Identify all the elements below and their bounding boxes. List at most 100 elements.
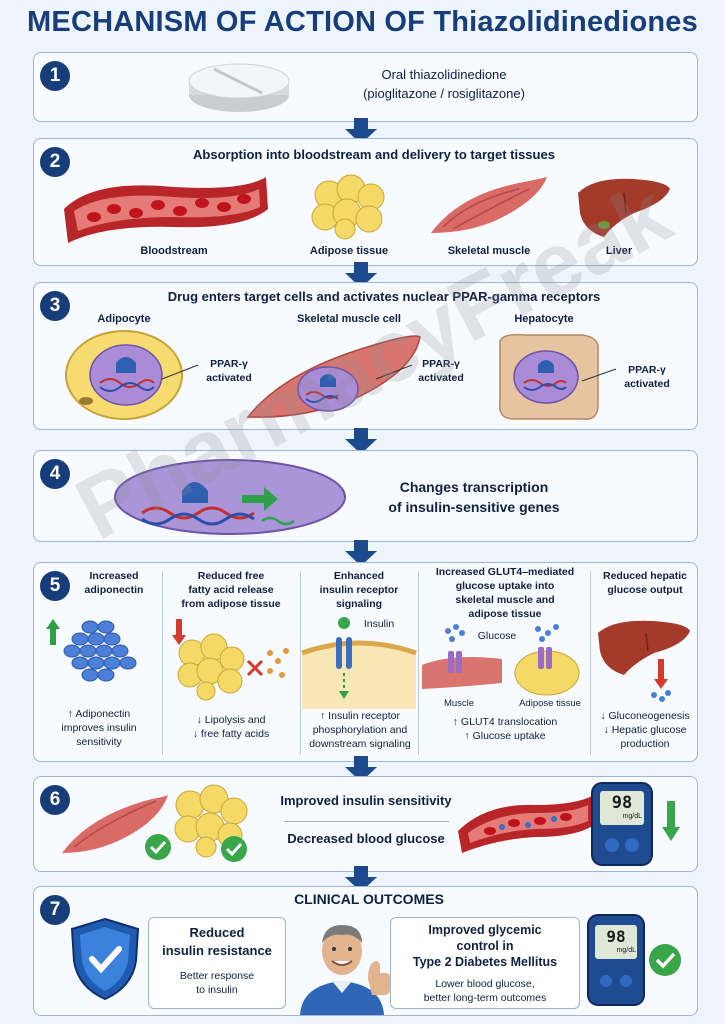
receptor-line1: PPAR-γ bbox=[210, 358, 248, 370]
divider bbox=[418, 571, 419, 755]
step-6-line1: Improved insulin sensitivity bbox=[280, 793, 452, 808]
step-4-line2: of insulin-sensitive genes bbox=[388, 499, 560, 515]
glut4-muscle-icon bbox=[422, 624, 502, 689]
receptor-line1: PPAR-γ bbox=[628, 364, 666, 376]
down-arrow-icon bbox=[345, 866, 377, 892]
down-arrow-icon bbox=[345, 262, 377, 288]
meter-unit: mg/dL bbox=[622, 813, 642, 820]
muscle-label: Muscle bbox=[443, 698, 475, 709]
up-arrow-icon bbox=[46, 619, 60, 645]
nucleus-dna-icon bbox=[114, 459, 346, 535]
check-icon bbox=[649, 944, 681, 976]
shield-check-icon bbox=[70, 917, 140, 1001]
down-arrow-icon bbox=[345, 540, 377, 566]
hepatocyte-cell-icon bbox=[499, 333, 599, 420]
divider bbox=[300, 571, 301, 755]
glucose-meter-icon bbox=[587, 914, 645, 1006]
outcome-box-insulin bbox=[148, 917, 286, 1009]
receptor-label: PPAR-γ activated bbox=[612, 363, 682, 391]
adipose-tissue-icon bbox=[311, 174, 385, 240]
insulin-label: Insulin bbox=[363, 618, 395, 630]
step-number: 2 bbox=[40, 147, 70, 177]
box2-title-line1: Improved glycemic bbox=[428, 923, 542, 937]
blood-vessel-icon bbox=[458, 795, 594, 853]
step-1-panel: 1 Oral thiazolidinedione (pioglitazone /… bbox=[33, 52, 698, 122]
glucose-meter-icon bbox=[591, 782, 653, 866]
tablet-icon bbox=[188, 63, 290, 112]
step-number: 3 bbox=[40, 291, 70, 321]
down-arrow-icon bbox=[172, 619, 186, 645]
step-4-line1: Changes transcription bbox=[399, 479, 549, 495]
outcome-box-glycemic bbox=[390, 917, 580, 1009]
col3-footer: ↑ Insulin receptor phosphorylation and d… bbox=[309, 710, 411, 750]
pointer-line bbox=[375, 364, 413, 380]
step-number: 1 bbox=[40, 61, 70, 91]
step-number: 6 bbox=[40, 785, 70, 815]
col1-footer: ↑ Adiponectin improves insulin sensitivi… bbox=[61, 708, 137, 748]
divider bbox=[284, 821, 449, 822]
adiponectin-icon bbox=[63, 620, 137, 682]
box2-title-line2: control in bbox=[456, 939, 514, 953]
page-title: MECHANISM OF ACTION OF Thiazolidinedione… bbox=[27, 6, 698, 38]
col4-footer: ↑ GLUT4 translocation ↑ Glucose uptake bbox=[452, 716, 558, 742]
col2-footer: ↓ Lipolysis and ↓ free fatty acids bbox=[192, 714, 270, 740]
insulin-receptor-icon bbox=[301, 617, 417, 709]
receptor-line2: activated bbox=[206, 372, 252, 384]
down-arrow-icon bbox=[662, 801, 680, 841]
col4-title: Increased GLUT4–mediated glucose uptake … bbox=[435, 566, 575, 620]
label-bloodstream: Bloodstream bbox=[140, 245, 208, 257]
label-adipose: Adipose tissue bbox=[309, 245, 389, 257]
liver-icon bbox=[598, 620, 690, 702]
step-3-heading: Drug enters target cells and activates n… bbox=[167, 289, 601, 304]
meter-unit: mg/dL bbox=[616, 947, 636, 954]
label-adipocyte: Adipocyte bbox=[97, 313, 151, 325]
adipose-label: Adipose tissue bbox=[519, 698, 581, 709]
step-1-line2: (pioglitazone / rosiglitazone) bbox=[363, 86, 525, 101]
step-2-panel: 2 Absorption into bloodstream and delive… bbox=[33, 138, 698, 266]
muscle-icon bbox=[62, 795, 171, 860]
meter-value: 98 bbox=[611, 793, 633, 813]
col1-title: Increased adiponectin bbox=[84, 570, 144, 596]
down-arrow-icon bbox=[345, 118, 377, 144]
step-6-line2: Decreased blood glucose bbox=[287, 831, 445, 846]
receptor-line2: activated bbox=[624, 378, 670, 390]
patient-avatar bbox=[300, 925, 390, 1015]
step-5-panel: 5 Increased adiponectin ↑ Adiponectin im… bbox=[33, 562, 698, 762]
fat-cells-icon bbox=[177, 633, 289, 701]
glucose-label: Glucose bbox=[477, 630, 517, 642]
down-arrow-icon bbox=[345, 428, 377, 454]
muscle-cell-icon bbox=[246, 335, 421, 418]
step-2-heading: Absorption into bloodstream and delivery… bbox=[193, 147, 555, 162]
step-1-line1: Oral thiazolidinedione bbox=[381, 67, 507, 82]
col2-title: Reduced free fatty acid release from adi… bbox=[181, 570, 281, 610]
label-liver: Liver bbox=[605, 245, 633, 257]
col3-title: Enhanced insulin receptor signaling bbox=[319, 570, 399, 610]
receptor-line1: PPAR-γ bbox=[422, 358, 460, 370]
box2-title-line3: Type 2 Diabetes Mellitus bbox=[412, 955, 558, 969]
col5-title: Reduced hepatic glucose output bbox=[602, 570, 688, 596]
divider bbox=[162, 571, 163, 755]
box1-title-line1: Reduced bbox=[189, 925, 245, 940]
receptor-label: PPAR-γ activated bbox=[406, 357, 476, 385]
box2-sub: Lower blood glucose, better long-term ou… bbox=[423, 978, 547, 1004]
liver-icon bbox=[578, 178, 670, 237]
label-hepatocyte: Hepatocyte bbox=[514, 313, 574, 325]
box1-title-line2: insulin resistance bbox=[162, 943, 272, 958]
blood-vessel-icon bbox=[64, 177, 268, 243]
step-6-panel: 6 Improved insulin sensitivity Decreased… bbox=[33, 776, 698, 872]
box1-sub: Better response to insulin bbox=[179, 970, 255, 996]
adipocyte-cell-icon bbox=[65, 330, 183, 420]
label-muscle: Skeletal muscle bbox=[447, 245, 531, 257]
step-3-panel: 3 Drug enters target cells and activates… bbox=[33, 282, 698, 430]
pointer-line bbox=[161, 364, 199, 380]
step-4-panel: 4 Changes transcription of insulin-sensi… bbox=[33, 450, 698, 542]
divider bbox=[590, 571, 591, 755]
label-muscle-cell: Skeletal muscle cell bbox=[297, 313, 401, 325]
step-number: 5 bbox=[40, 571, 70, 601]
step-7-heading: CLINICAL OUTCOMES bbox=[294, 891, 444, 907]
step-number: 4 bbox=[40, 459, 70, 489]
receptor-line2: activated bbox=[418, 372, 464, 384]
skeletal-muscle-icon bbox=[431, 177, 547, 233]
step-7-panel: 7 CLINICAL OUTCOMES Reduced insulin resi… bbox=[33, 886, 698, 1016]
pointer-line bbox=[581, 368, 617, 382]
